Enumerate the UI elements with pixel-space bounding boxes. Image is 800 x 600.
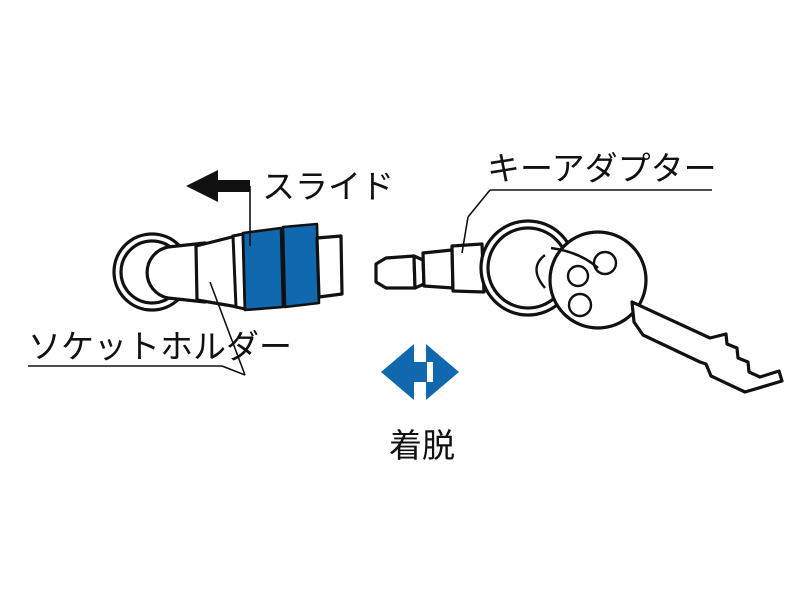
attach-detach-annotation — [381, 344, 459, 400]
label-key-adapter: キーアダプター — [487, 149, 717, 188]
holder-tip-edge — [315, 237, 321, 298]
blue-slide-segment-1[interactable] — [241, 226, 285, 312]
key-shoulder-loop — [535, 254, 546, 289]
arrow-left-right-icon-left — [381, 344, 427, 400]
holder-tip — [315, 234, 344, 299]
arrow-left-icon — [186, 170, 250, 202]
socket-holder-annotation — [28, 281, 246, 376]
key-hole-1 — [592, 250, 618, 276]
holder-body — [194, 234, 240, 309]
key-adapter-leader-line — [461, 216, 469, 254]
socket-holder-leader-tail — [221, 365, 246, 376]
blue-slide-segment-2[interactable] — [281, 222, 321, 309]
adapter-block — [450, 242, 486, 294]
label-socket-holder: ソケットホルダー — [28, 327, 292, 366]
key-adapter-leader-tail — [467, 189, 491, 218]
key-blade — [630, 300, 784, 394]
key-hole-2 — [566, 264, 590, 288]
slide-annotation — [186, 170, 251, 246]
key-hole-3 — [567, 292, 593, 318]
socket-holder-leader-line — [209, 281, 246, 376]
label-attach-detach: 着脱 — [389, 426, 455, 465]
label-slide: スライド — [262, 167, 394, 206]
socket-holder-assembly — [112, 222, 344, 312]
key-adapter-assembly — [374, 219, 784, 394]
key-head-detail-arc — [550, 246, 599, 269]
adapter-mid-shank — [421, 248, 455, 290]
holder-neck — [145, 241, 207, 304]
adapter-hex-tip — [374, 254, 417, 290]
key-adapter-annotation — [461, 189, 712, 254]
arrow-left-right-icon-right — [426, 344, 459, 400]
